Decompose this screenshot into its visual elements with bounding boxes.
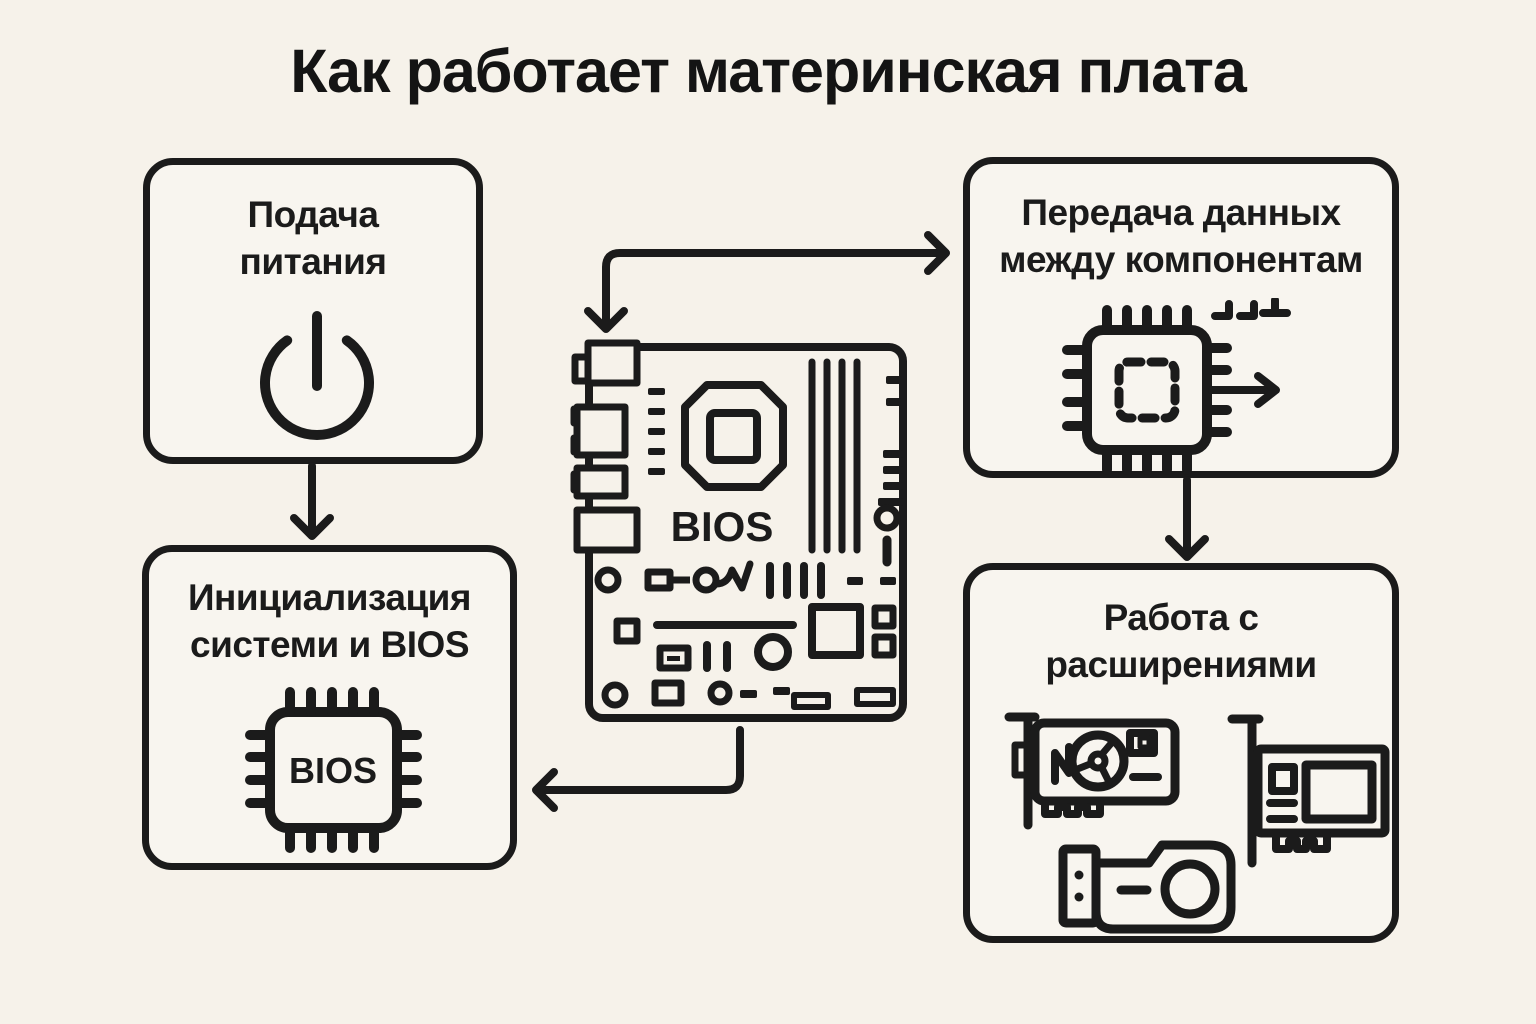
power-icon bbox=[260, 311, 374, 441]
box-power-title-line2: питания bbox=[239, 241, 387, 282]
box-transfer-title-line1: Передача данных bbox=[1021, 192, 1341, 233]
page-title: Как работает материнская плата bbox=[290, 37, 1247, 105]
bios-chip-label: BIOS bbox=[289, 750, 377, 791]
motherboard-bios-label: BIOS bbox=[671, 503, 774, 550]
box-initialization: Инициализация системи и BIOS BIOS bbox=[142, 545, 517, 870]
box-ext-title: Работа с расширениями bbox=[970, 594, 1392, 688]
arrow-motherboard-transfer-link bbox=[584, 231, 950, 333]
bios-chip-icon: BIOS bbox=[245, 687, 422, 853]
box-init-title-line1: Инициализация bbox=[187, 577, 472, 618]
box-init-title-line2: системи и BIOS bbox=[190, 624, 470, 665]
expansion-card-icon bbox=[1227, 714, 1390, 868]
box-power-title: Подача питания bbox=[150, 191, 476, 285]
arrow-right-icon bbox=[1208, 372, 1280, 408]
box-power-title-line1: Подача bbox=[247, 194, 379, 235]
box-power-supply: Подача питания bbox=[143, 158, 483, 464]
usb-drive-icon bbox=[1058, 840, 1236, 934]
motherboard-icon: BIOS bbox=[570, 339, 907, 722]
box-transfer-title: Передача данных между компонентам bbox=[970, 189, 1392, 283]
data-bits-icon bbox=[1211, 298, 1291, 320]
box-ext-title-line2: расширениями bbox=[1045, 644, 1317, 685]
box-transfer-title-line2: между компонентам bbox=[999, 239, 1363, 280]
box-extensions: Работа с расширениями bbox=[963, 563, 1399, 943]
chip-data-transfer-icon bbox=[1062, 298, 1291, 475]
arrow-transfer-to-extensions bbox=[1165, 476, 1209, 561]
box-ext-title-line1: Работа с bbox=[1103, 597, 1259, 638]
box-data-transfer: Передача данных между компонентам bbox=[963, 157, 1399, 478]
arrow-power-to-init bbox=[290, 462, 334, 540]
arrow-motherboard-to-init bbox=[532, 726, 744, 812]
box-init-title: Инициализация системи и BIOS bbox=[149, 574, 510, 668]
gpu-card-icon bbox=[1004, 712, 1180, 830]
